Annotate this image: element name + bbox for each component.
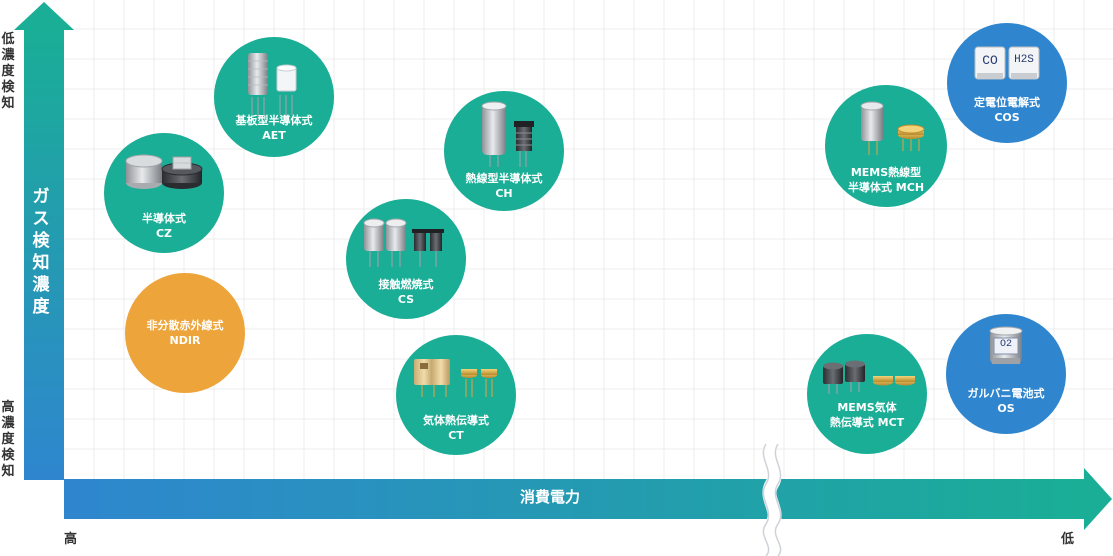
os-o2-mark: O2: [999, 339, 1012, 350]
node-cz[interactable]: 半導体式 CZ: [104, 133, 224, 253]
os-sensor-image: [989, 326, 1023, 364]
x-axis-left-label: 高: [64, 532, 78, 547]
node-ch[interactable]: 熱線型半導体式 CH: [444, 91, 564, 211]
cos-name-label: 定電位電解式: [974, 96, 1040, 109]
x-axis-arrow-head: [1084, 468, 1112, 530]
x-axis-right-label: 低: [1061, 532, 1075, 547]
os-code-label: OS: [997, 402, 1015, 415]
cs-name-label: 接触燃焼式: [378, 278, 434, 291]
cz-name-label: 半導体式: [142, 212, 186, 225]
ndir-name-label: 非分散赤外線式: [146, 319, 224, 332]
x-axis-title: 消費電力: [519, 488, 580, 506]
cos-co-mark: CO: [982, 53, 998, 68]
aet-sensor-image: [248, 53, 297, 119]
mch-name-label: MEMS熱線型: [850, 166, 922, 179]
node-ct[interactable]: 気体熱伝導式 CT: [396, 335, 516, 455]
mct-code-label: 熱伝導式 MCT: [829, 416, 905, 429]
ch-name-label: 熱線型半導体式: [465, 172, 543, 185]
node-mct[interactable]: MEMS気体 熱伝導式 MCT: [807, 334, 927, 454]
aet-code-label: AET: [262, 129, 286, 142]
cz-code-label: CZ: [155, 227, 173, 240]
x-axis-arrow-shaft: [64, 479, 1088, 519]
cos-code-label: COS: [994, 111, 1020, 124]
ct-code-label: CT: [448, 429, 464, 442]
cos-sensor-image: [974, 46, 1040, 80]
ndir-code-label: NDIR: [169, 334, 201, 347]
axis-break-line-left: [762, 443, 770, 556]
y-axis-arrow-shaft: [24, 28, 64, 480]
y-axis-bottom-label: 高濃度検知: [1, 400, 15, 479]
node-cos[interactable]: CO H2S 定電位電解式 COS: [947, 23, 1067, 143]
aet-name-label: 基板型半導体式: [235, 114, 313, 127]
mct-sensor-image: [823, 360, 915, 394]
node-mch[interactable]: MEMS熱線型 半導体式 MCH: [825, 85, 947, 207]
cos-h2s-mark: H2S: [1014, 54, 1034, 66]
ct-name-label: 気体熱伝導式: [423, 414, 489, 427]
ch-sensor-image: [481, 101, 534, 167]
axis-break-gap: [762, 440, 782, 556]
mch-code-label: 半導体式 MCH: [847, 181, 925, 194]
cz-sensor-image: [125, 154, 203, 189]
ct-sensor-image: [414, 359, 497, 397]
mct-name-label: MEMS気体: [837, 401, 897, 414]
cs-sensor-image: [363, 218, 444, 267]
y-axis-arrow-head: [14, 2, 74, 30]
axis-break-line-right: [774, 443, 782, 556]
mch-sensor-image: [860, 101, 925, 155]
node-os[interactable]: O2 ガルバニ電池式 OS: [946, 314, 1066, 434]
y-axis-top-label: 低濃度検知: [1, 32, 15, 111]
ch-code-label: CH: [495, 187, 513, 200]
node-ndir[interactable]: 非分散赤外線式 NDIR: [125, 273, 245, 393]
node-cs[interactable]: 接触燃焼式 CS: [346, 199, 466, 319]
node-aet[interactable]: 基板型半導体式 AET: [214, 37, 334, 157]
y-axis-title: ガス検知濃度: [32, 187, 50, 317]
cs-code-label: CS: [397, 293, 415, 306]
os-name-label: ガルバニ電池式: [967, 387, 1045, 400]
